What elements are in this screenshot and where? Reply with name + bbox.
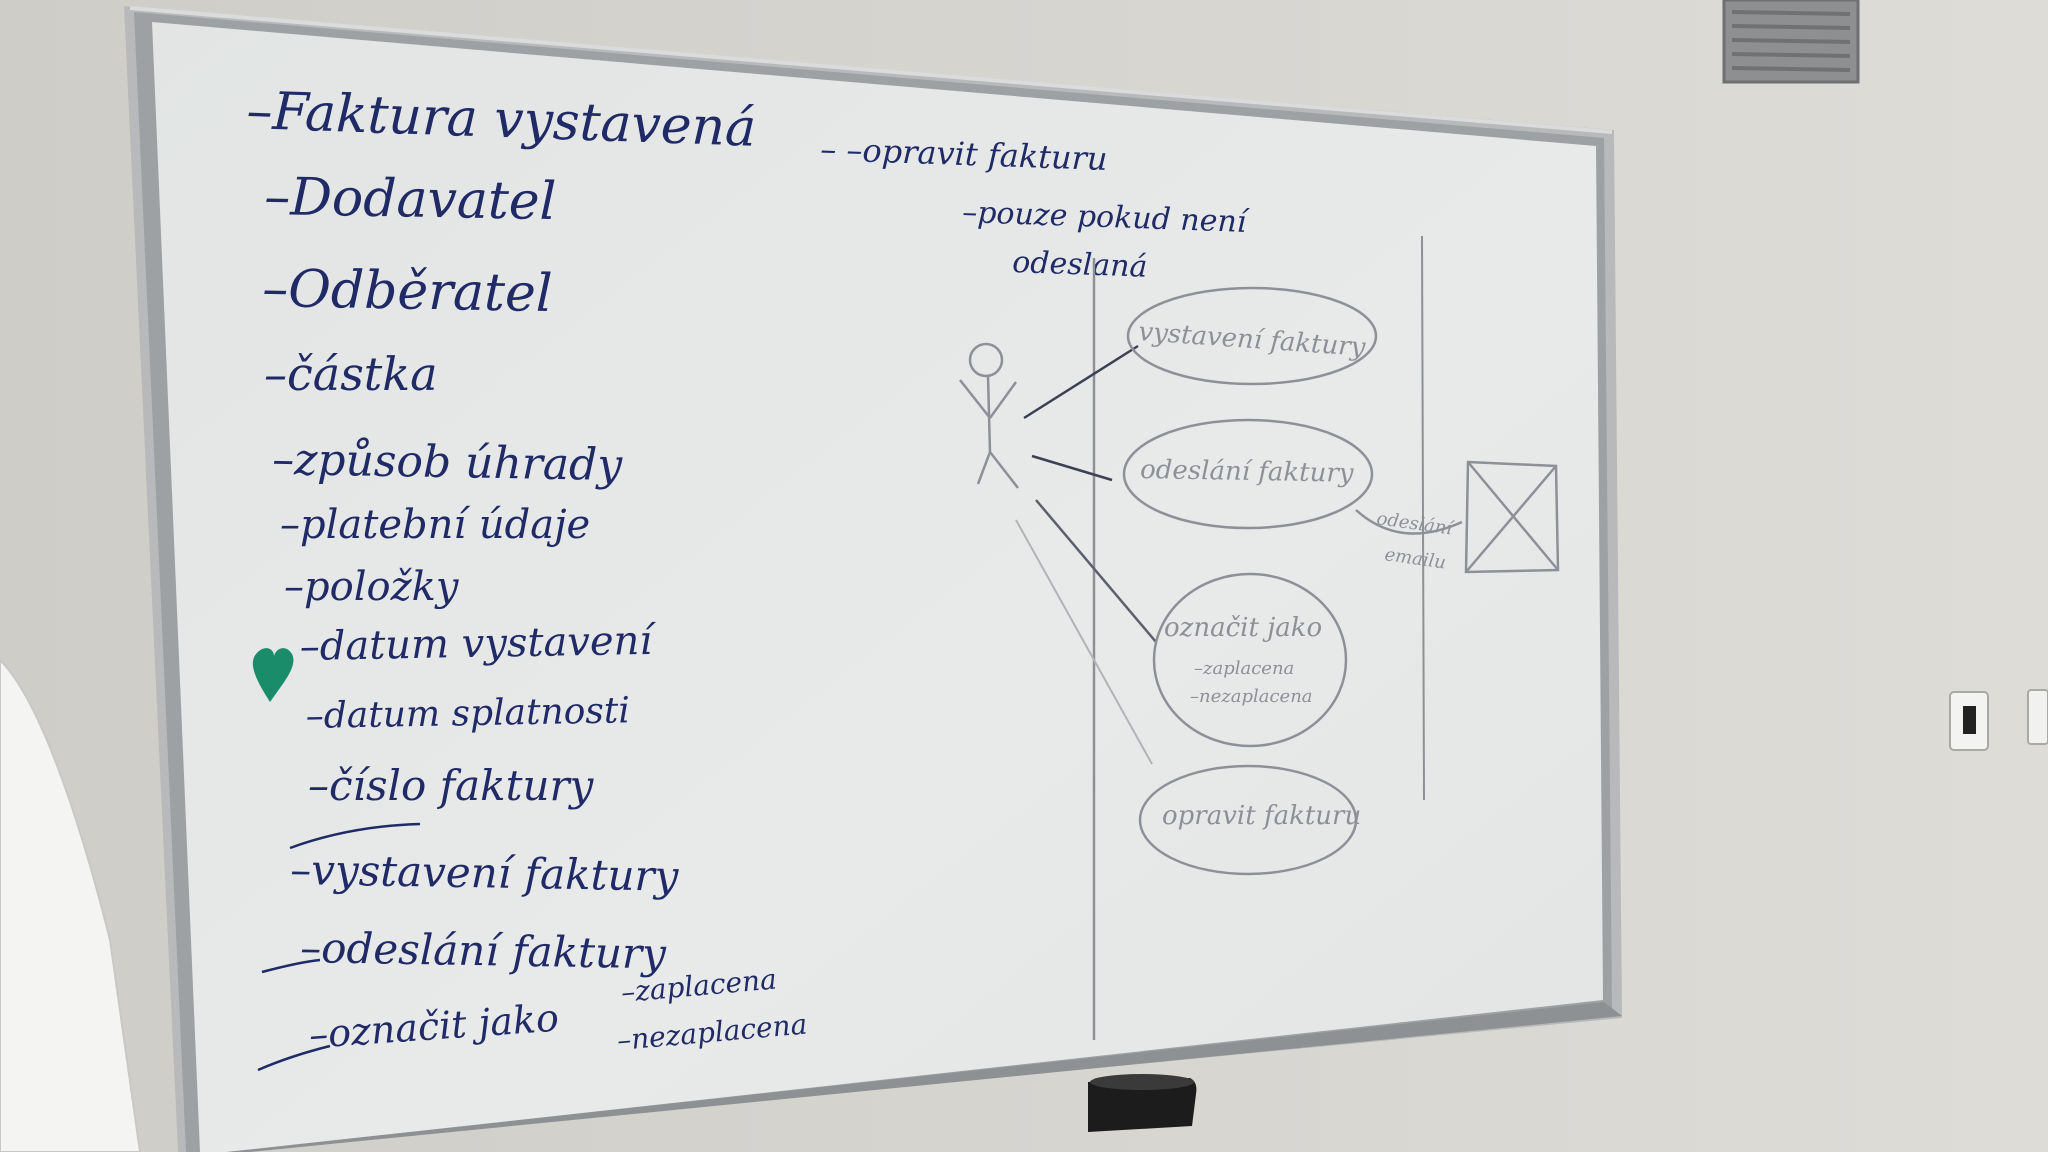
external-system-box xyxy=(1464,460,1560,574)
use-case-odeslani: odeslání faktury xyxy=(1140,455,1354,489)
light-switch xyxy=(1949,689,2048,751)
list-item-datum-splatnosti: –datum splatnosti xyxy=(305,690,630,737)
left-list: –Faktura vystavená –Dodavatel –Odběratel… xyxy=(246,81,808,1072)
association-line xyxy=(1023,344,1139,420)
air-vent xyxy=(1722,0,1860,84)
use-case-ellipse xyxy=(1138,764,1358,876)
use-case-opravit: opravit fakturu xyxy=(1162,801,1361,831)
list-item-dodavatel: –Dodavatel xyxy=(264,167,557,232)
separator-line xyxy=(261,958,321,974)
separator-line xyxy=(257,1044,331,1072)
person-shoulder xyxy=(0,658,142,1152)
external-connection xyxy=(1355,509,1463,535)
use-case-ellipse xyxy=(1122,418,1374,530)
association-line xyxy=(1015,519,1153,765)
list-item-odberatel: –Odběratel xyxy=(262,259,553,324)
system-boundary-right xyxy=(1421,235,1425,801)
note-odeslana: odeslaná xyxy=(1012,245,1148,285)
list-item-vystaveni-faktury: –vystavení faktury xyxy=(290,845,680,901)
list-item-polozky: –položky xyxy=(284,564,460,610)
list-item-cislo-faktury: –číslo faktury xyxy=(308,761,595,810)
list-item-odeslani-faktury: –odeslání faktury xyxy=(300,923,668,978)
list-item-castka: –částka xyxy=(264,347,438,401)
use-case-ellipse xyxy=(1152,572,1348,748)
separator-line xyxy=(289,822,421,850)
heart-magnet xyxy=(252,648,294,702)
use-case-oznacit-sub-zaplacena: –zaplacena xyxy=(1194,658,1294,679)
list-item-platebni-udaje: –platební údaje xyxy=(280,502,590,548)
use-case-ellipse xyxy=(1126,286,1378,386)
use-case-diagram xyxy=(959,235,1560,1040)
use-case-oznacit-sub-nezaplacena: –nezaplacena xyxy=(1190,686,1313,707)
whiteboard xyxy=(124,6,1622,1152)
association-line xyxy=(1031,454,1113,482)
actor-stick-figure xyxy=(959,342,1019,489)
association-line xyxy=(1035,499,1157,643)
list-item-zpusob-uhrady: –způsob úhrady xyxy=(272,434,624,491)
use-case-oznacit: označit jako xyxy=(1164,613,1322,643)
list-item-datum-vystaveni: –datum vystavení xyxy=(299,618,657,670)
eraser xyxy=(1088,1074,1197,1132)
